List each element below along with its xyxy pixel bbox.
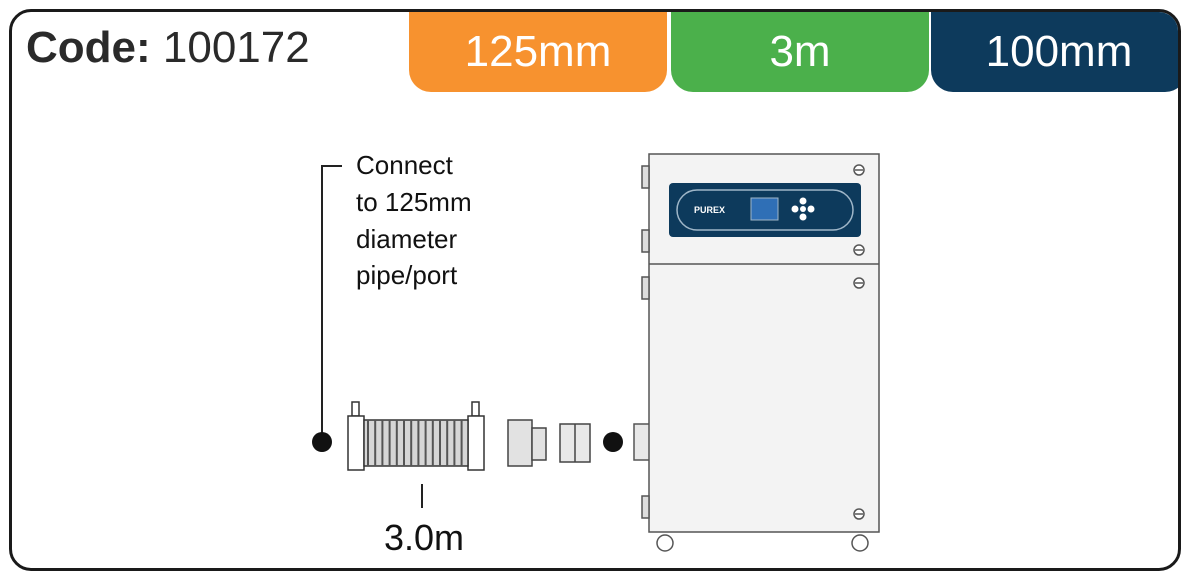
code-label: Code: [26, 23, 151, 72]
brand-logo: PUREX [694, 205, 725, 215]
display-screen [750, 197, 779, 221]
control-panel: PUREX [669, 183, 861, 237]
note-line-1: Connect [356, 150, 454, 180]
reducer-fitting [507, 419, 547, 467]
note-line-3: diameter [356, 224, 457, 254]
note-line-2: to 125mm [356, 187, 472, 217]
coupler-fitting [559, 423, 591, 463]
connection-dot-right [603, 432, 623, 452]
badge-outlet-diameter: 100mm [931, 12, 1178, 92]
note-line-4: pipe/port [356, 260, 458, 290]
product-code: Code: 100172 [26, 26, 310, 70]
callout-leader [321, 165, 342, 440]
keypad-icon [791, 197, 815, 221]
product-card: Code: 100172 125mm 3m 100mm [9, 9, 1181, 571]
badge-hose-length: 3m [671, 12, 929, 92]
connection-dot-left [312, 432, 332, 452]
hose-length-label: 3.0m [384, 517, 464, 558]
flexible-hose [347, 401, 485, 471]
code-value: 100172 [162, 23, 310, 72]
badge-inlet-diameter: 125mm [409, 12, 667, 92]
